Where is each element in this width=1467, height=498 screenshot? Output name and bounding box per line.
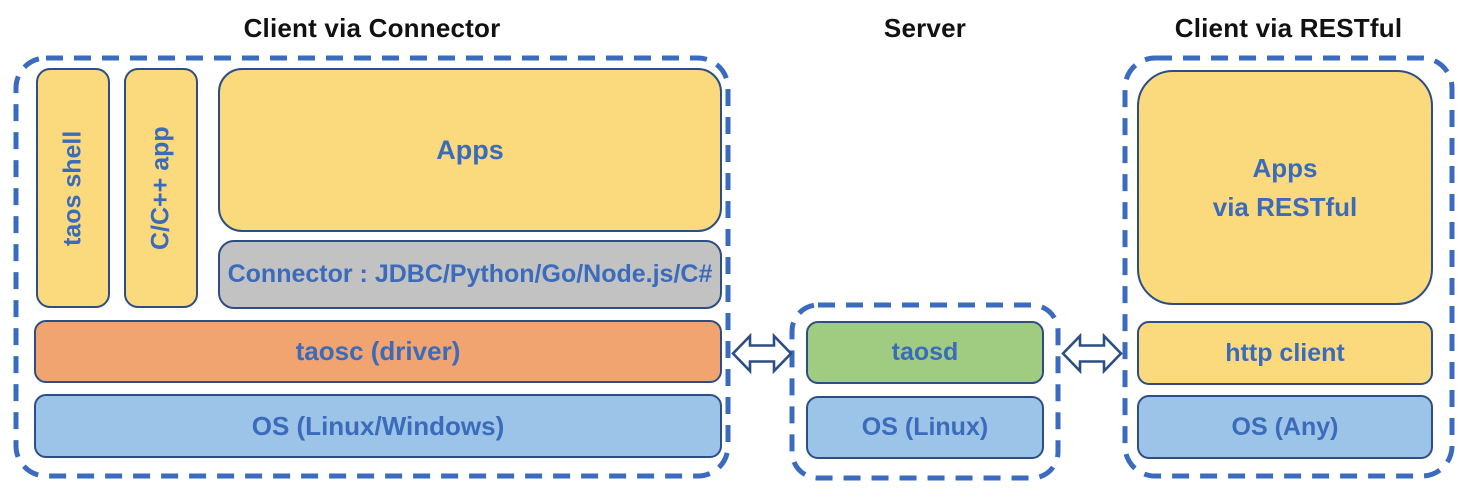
connector-box: Connector : JDBC/Python/Go/Node.js/C# <box>218 240 722 309</box>
os-linux-box: OS (Linux) <box>806 396 1044 459</box>
cpp-app-box: C/C++ app <box>124 68 198 308</box>
taosc-driver-box: taosc (driver) <box>34 320 722 383</box>
server-title: Server <box>883 12 967 43</box>
client-restful-title: Client via RESTful <box>1174 12 1403 43</box>
apps-box: Apps <box>218 68 722 232</box>
http-client-box: http client <box>1137 321 1433 385</box>
server-group-border <box>789 302 1061 481</box>
client-connector-group-border <box>13 55 731 479</box>
apps-via-restful-box: Apps via RESTful <box>1137 70 1433 305</box>
os-linux-windows-box: OS (Linux/Windows) <box>34 394 722 458</box>
os-any-box: OS (Any) <box>1137 395 1433 459</box>
bidirectional-arrow-right-icon <box>1061 332 1123 375</box>
taos-shell-box: taos shell <box>36 68 110 308</box>
client-restful-group-border <box>1122 55 1455 479</box>
bidirectional-arrow-left-icon <box>731 332 793 375</box>
taosd-box: taosd <box>806 321 1044 384</box>
client-connector-title: Client via Connector <box>243 12 501 43</box>
